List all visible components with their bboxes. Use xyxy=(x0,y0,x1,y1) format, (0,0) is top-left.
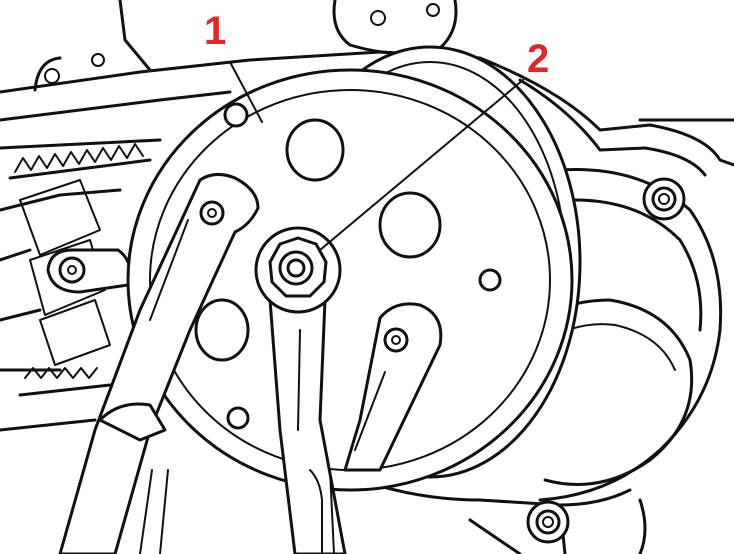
callout-label-2: 2 xyxy=(527,37,549,81)
callout-label-1: 1 xyxy=(204,9,226,53)
drive-belt xyxy=(0,138,162,432)
casing-bolt-bottom xyxy=(526,500,570,544)
flywheel-hole-right xyxy=(378,191,442,259)
callout-2-leader xyxy=(319,79,524,251)
flywheel-hole-left xyxy=(194,298,250,362)
casing-bolt-upper-right xyxy=(642,177,686,221)
flywheel-holder-tool xyxy=(58,173,260,554)
callout-1-leader xyxy=(229,61,263,123)
flywheel xyxy=(126,68,574,492)
center-nut-socket xyxy=(254,226,342,314)
idler-pulley xyxy=(46,248,132,294)
flywheel-hole-top xyxy=(285,118,345,182)
holder-right-arm xyxy=(343,302,443,472)
